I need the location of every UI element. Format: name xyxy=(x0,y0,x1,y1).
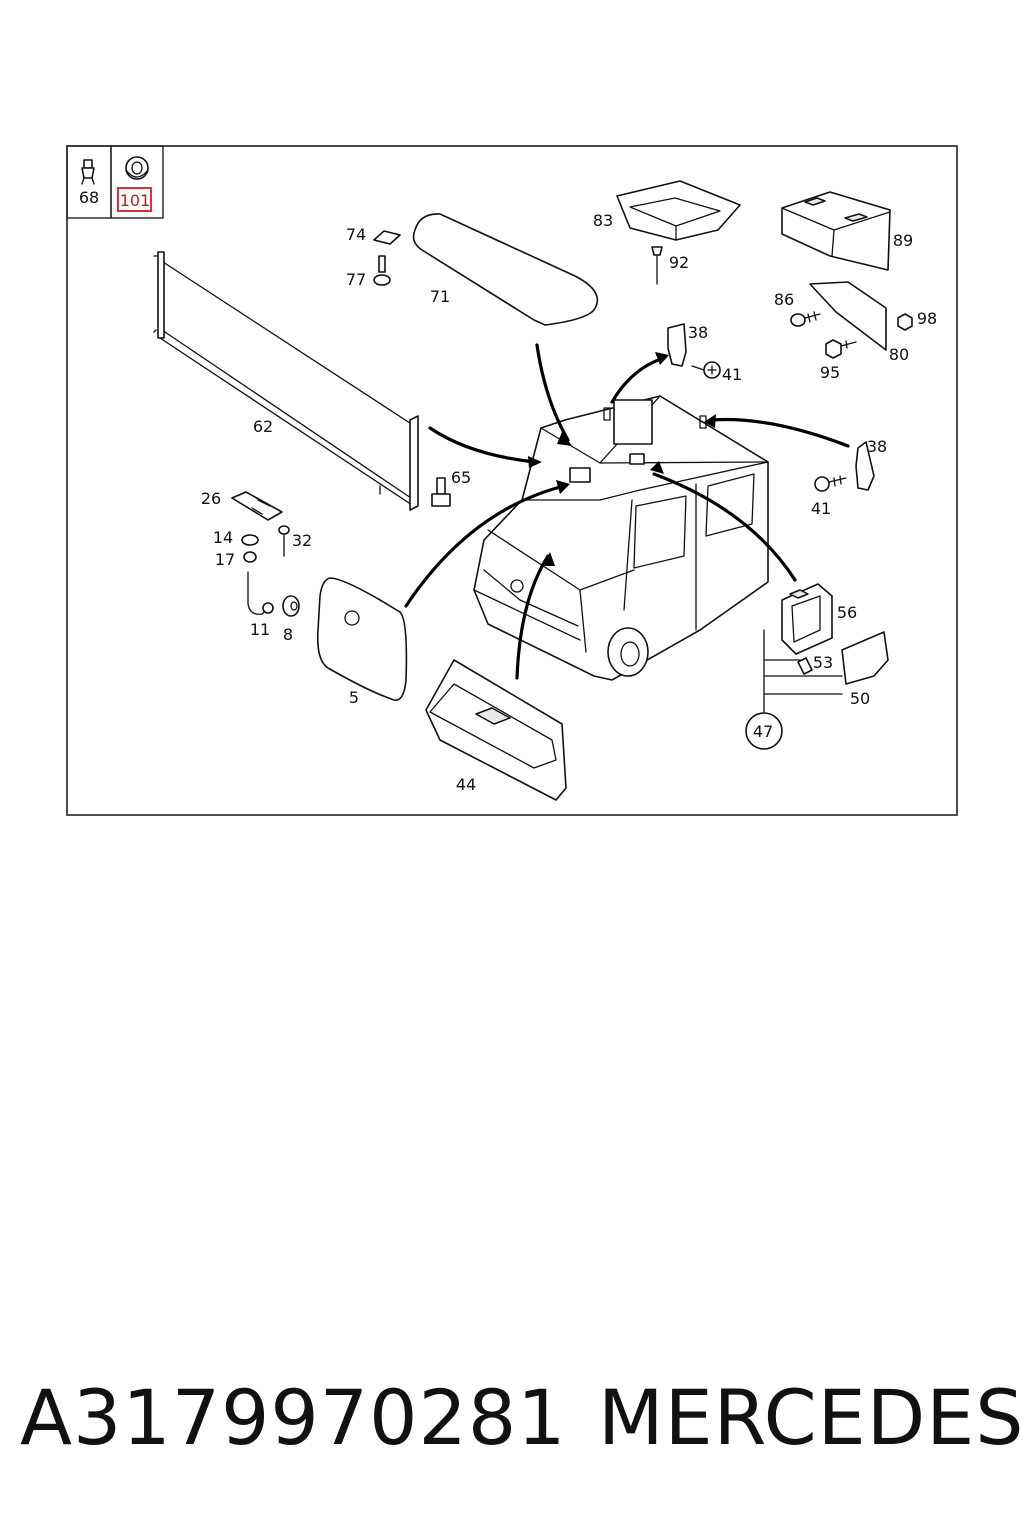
highlight-box xyxy=(117,187,152,212)
roller-blind-62 xyxy=(153,251,419,511)
bolt-65 xyxy=(431,477,451,507)
callout-50: 50 xyxy=(850,689,870,708)
screw-77 xyxy=(373,255,391,286)
clip-74 xyxy=(373,230,401,245)
callout-65: 65 xyxy=(451,468,471,487)
callout-86: 86 xyxy=(774,290,794,309)
box-89 xyxy=(781,191,891,271)
callout-11: 11 xyxy=(250,620,270,639)
callout-26: 26 xyxy=(201,489,221,508)
nut-17 xyxy=(243,551,257,563)
nut-98 xyxy=(897,313,913,331)
part-number: A3179970281 xyxy=(20,1373,567,1462)
parts-diagram: 68 101 xyxy=(66,145,958,816)
callout-74: 74 xyxy=(346,225,366,244)
grommet-14 xyxy=(241,534,259,546)
bracket-80 xyxy=(809,281,887,351)
bracket-38-right xyxy=(855,441,875,491)
screw-92 xyxy=(651,246,663,285)
callout-89: 89 xyxy=(893,231,913,250)
callout-8: 8 xyxy=(283,625,293,644)
callout-62: 62 xyxy=(253,417,273,436)
screw-41-upper xyxy=(691,361,721,379)
inset-label-68: 68 xyxy=(79,188,99,207)
bracket-26 xyxy=(231,491,283,521)
inset-boxes: 68 101 xyxy=(66,145,164,219)
vent-56 xyxy=(781,583,833,655)
callout-5: 5 xyxy=(349,688,359,707)
bracket-38-upper xyxy=(667,323,687,367)
pin-32 xyxy=(278,525,290,557)
grommet-icon xyxy=(125,156,149,180)
callout-71: 71 xyxy=(430,287,450,306)
screw-41-right xyxy=(814,475,847,492)
callout-95: 95 xyxy=(820,363,840,382)
callout-14: 14 xyxy=(213,528,233,547)
screw-86 xyxy=(790,311,821,327)
callout-77: 77 xyxy=(346,270,366,289)
callout-98: 98 xyxy=(917,309,937,328)
clip-icon xyxy=(81,159,95,185)
clip-53 xyxy=(797,657,813,675)
inset-label-101: 101 xyxy=(120,191,151,210)
glovebox-44 xyxy=(425,659,567,801)
callout-32: 32 xyxy=(292,531,312,550)
panel-71 xyxy=(412,213,599,326)
bolt-95 xyxy=(825,339,857,359)
callout-80: 80 xyxy=(889,345,909,364)
group-bracket-47 xyxy=(763,629,843,713)
van-body xyxy=(473,395,769,681)
cover-5 xyxy=(316,577,408,701)
callout-38-right: 38 xyxy=(867,437,887,456)
brand-name: MERCEDES xyxy=(598,1373,1024,1462)
cap-50 xyxy=(841,631,889,685)
footer: A3179970281 MERCEDES xyxy=(0,1368,1024,1468)
tray-83 xyxy=(616,180,741,241)
callout-38-upper: 38 xyxy=(688,323,708,342)
callout-41-right: 41 xyxy=(811,499,831,518)
callout-56: 56 xyxy=(837,603,857,622)
callout-47: 47 xyxy=(753,722,773,741)
callout-83: 83 xyxy=(593,211,613,230)
callout-92: 92 xyxy=(669,253,689,272)
assembly-arrows xyxy=(404,343,850,680)
hook-11 xyxy=(247,571,269,615)
callout-53: 53 xyxy=(813,653,833,672)
callout-41-upper: 41 xyxy=(722,365,742,384)
diagram-frame xyxy=(66,145,958,816)
circle-47 xyxy=(745,712,783,750)
grommet-8 xyxy=(282,595,300,617)
callout-17: 17 xyxy=(215,550,235,569)
callout-44: 44 xyxy=(456,775,476,794)
